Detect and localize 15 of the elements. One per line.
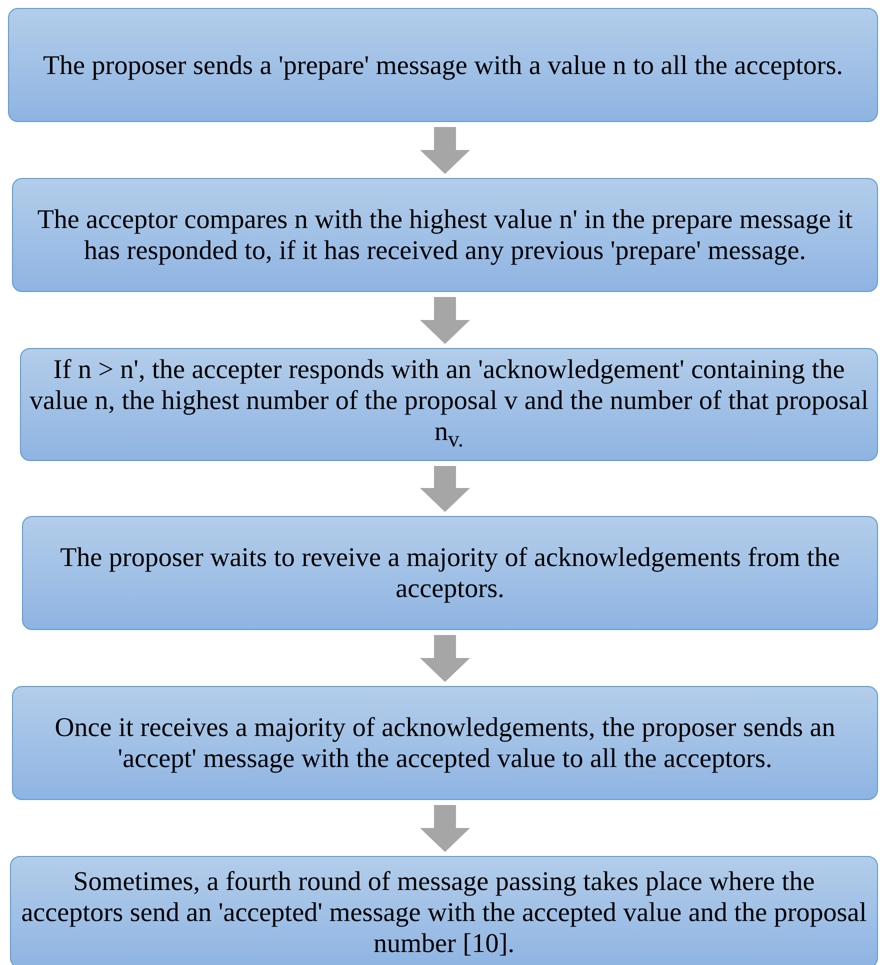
arrow xyxy=(420,297,470,344)
arrow xyxy=(420,466,470,512)
process-box xyxy=(22,516,878,630)
process-box xyxy=(10,856,878,965)
arrow xyxy=(420,635,470,682)
step-text: The acceptor compares n with the highest value n' in the prepare message it has responded to, if it has received any previous 'prepare' message. xyxy=(36,204,854,266)
step-text: If n > n', the accepter responds with an 'acknowledgement' containing the value n, the highest number of the proposal v and the number of that proposal n$_{v.}$ xyxy=(29,354,869,454)
step-text: Sometimes, a fourth round of message passing takes place where the acceptors send an 'accepted' message with the accepted value and the proposal number [10]. xyxy=(20,866,868,958)
step-text: The proposer sends a 'prepare' message with a value n to all the acceptors. xyxy=(43,50,843,80)
process-box xyxy=(8,8,878,122)
process-box xyxy=(12,686,878,800)
arrow xyxy=(420,127,470,174)
step-text: The proposer waits to reveive a majority of acknowledgements from the acceptors. xyxy=(59,542,841,604)
process-box xyxy=(12,178,878,292)
step-text: Once it receives a majority of acknowledgements, the proposer sends an 'accept' message with the accepted value to all the acceptors. xyxy=(54,712,836,774)
